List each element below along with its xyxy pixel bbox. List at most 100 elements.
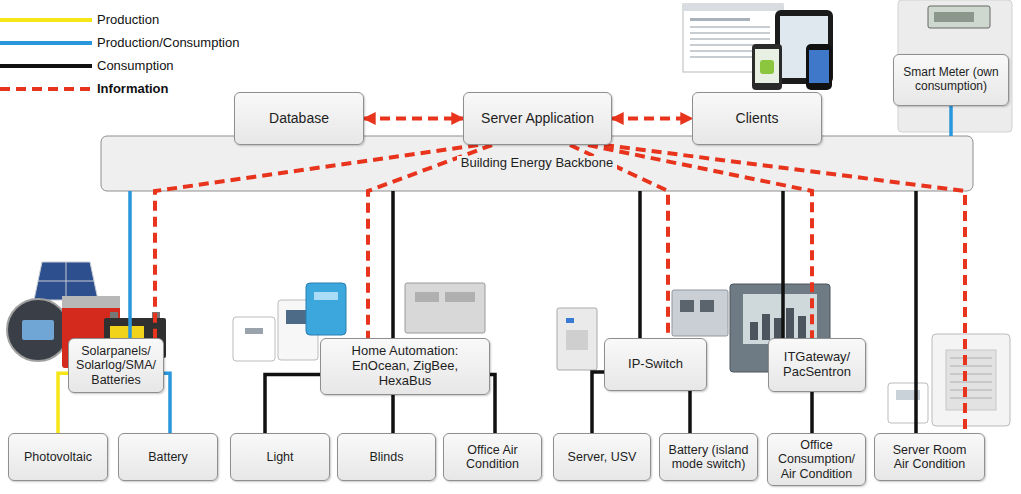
power-meter-device-part bbox=[774, 318, 782, 340]
consumption-connector bbox=[638, 191, 642, 338]
consumption-connector bbox=[490, 374, 495, 433]
ip-switch-devices-part bbox=[680, 300, 694, 312]
air-condition-devices-part bbox=[950, 374, 992, 375]
legend-swatch bbox=[0, 85, 92, 93]
solar-equipment-part bbox=[110, 312, 118, 318]
client-devices-part bbox=[690, 26, 770, 28]
client-devices-part bbox=[809, 50, 829, 83]
device-box: Solarpanels/ Solarlog/SMA/ Batteries bbox=[68, 338, 164, 393]
device-box: ITGateway/ PacSentron bbox=[768, 338, 866, 392]
smart-meter-device-part bbox=[898, 0, 1012, 132]
air-condition-devices-part bbox=[946, 350, 996, 410]
production-connector bbox=[58, 373, 68, 433]
information-connector bbox=[570, 145, 668, 338]
air-condition-devices-part bbox=[950, 358, 992, 359]
endpoint-box: Office Consumption/ Air Condition bbox=[767, 433, 866, 486]
production-consumption-connector bbox=[949, 106, 953, 136]
server-box: Server Application bbox=[463, 92, 612, 145]
air-condition-devices bbox=[888, 334, 1010, 426]
solar-equipment-part bbox=[34, 262, 98, 300]
air-condition-devices-part bbox=[888, 383, 928, 423]
legend-swatch bbox=[0, 16, 92, 24]
client-devices-part bbox=[690, 38, 770, 40]
client-devices-part bbox=[690, 32, 770, 34]
endpoint-box: Server Room Air Condition bbox=[874, 433, 985, 481]
client-devices-part bbox=[760, 60, 774, 74]
node-label: Photovoltaic bbox=[24, 450, 92, 464]
ip-switch-devices-part bbox=[700, 300, 714, 312]
node-label: Building Energy Backbone bbox=[457, 156, 618, 171]
device-box: IP-Switch bbox=[604, 338, 707, 391]
home-automation-devices-part bbox=[233, 317, 275, 361]
client-devices-part bbox=[683, 4, 783, 11]
air-condition-devices-part bbox=[950, 382, 992, 383]
air-condition-devices-part bbox=[950, 366, 992, 367]
home-automation-devices-part bbox=[415, 292, 439, 302]
device-box: Home Automation: EnOcean, ZigBee, HexaBu… bbox=[320, 338, 490, 395]
client-devices bbox=[683, 4, 833, 90]
endpoint-box: Server, USV bbox=[553, 433, 651, 481]
node-label: Server Application bbox=[481, 110, 594, 126]
consumption-connector bbox=[688, 391, 692, 433]
information-connector bbox=[612, 117, 692, 121]
node-label: Blinds bbox=[369, 450, 403, 464]
client-devices-part bbox=[752, 44, 782, 90]
client-devices-part bbox=[755, 49, 779, 83]
home-automation-devices-part bbox=[306, 283, 346, 335]
information-connector bbox=[604, 145, 965, 433]
node-label: Light bbox=[266, 450, 293, 464]
production-line-sample bbox=[0, 18, 92, 22]
node-label: Server Room Air Condition bbox=[888, 443, 972, 472]
consumption-connector bbox=[914, 191, 918, 433]
consumption-connector bbox=[592, 372, 604, 433]
node-label: Battery bbox=[148, 450, 188, 464]
node-label: Database bbox=[269, 110, 329, 126]
legend-entry: Information bbox=[0, 81, 169, 97]
consumption-connector bbox=[265, 374, 320, 433]
client-devices-part bbox=[806, 44, 832, 90]
home-automation-devices-part bbox=[445, 292, 475, 302]
air-condition-devices-part bbox=[932, 334, 1010, 426]
power-meter-device-part bbox=[798, 316, 806, 340]
production-consumption-connector bbox=[164, 373, 170, 433]
ip-switch-devices-part bbox=[566, 330, 588, 350]
consumption-connector bbox=[810, 392, 814, 433]
node-label: Smart Meter (own consumption) bbox=[899, 66, 1003, 94]
endpoint-box: Battery (island mode switch) bbox=[659, 433, 758, 481]
legend-text: Consumption bbox=[97, 58, 174, 74]
node-label: IP-Switch bbox=[628, 357, 683, 372]
endpoint-box: Light bbox=[230, 433, 330, 481]
solar-equipment-part bbox=[7, 299, 69, 361]
node-label: Clients bbox=[736, 110, 779, 126]
node-label: Solarpanels/ Solarlog/SMA/ Batteries bbox=[74, 344, 158, 387]
information-connector bbox=[155, 145, 478, 338]
solar-equipment-part bbox=[62, 296, 120, 308]
legend-text: Production/Consumption bbox=[97, 35, 239, 51]
ip-switch-devices-part bbox=[557, 308, 597, 370]
information-line-sample bbox=[0, 87, 92, 91]
air-condition-devices-part bbox=[950, 390, 992, 391]
endpoint-box: Blinds bbox=[337, 433, 436, 481]
legend-swatch bbox=[0, 62, 92, 70]
meter-box: Smart Meter (own consumption) bbox=[893, 54, 1009, 106]
air-condition-devices-part bbox=[950, 398, 992, 399]
home-automation-devices-part bbox=[405, 283, 485, 333]
power-meter-device-part bbox=[762, 314, 770, 340]
ip-switch-devices-part bbox=[672, 290, 728, 336]
information-connector bbox=[588, 145, 812, 338]
consumption-line-sample bbox=[0, 64, 92, 68]
legend-entry: Production/Consumption bbox=[0, 35, 239, 51]
client-devices-part bbox=[690, 18, 750, 21]
consumption-connector bbox=[391, 395, 395, 433]
production-consumption-connector bbox=[128, 191, 132, 338]
power-meter-device-part bbox=[750, 322, 758, 340]
home-automation-devices-part bbox=[314, 292, 338, 300]
legend-entry: Production bbox=[0, 12, 159, 28]
store-box: Database bbox=[234, 92, 364, 145]
endpoint-box: Photovoltaic bbox=[8, 433, 108, 481]
production-consumption-line-sample bbox=[0, 41, 92, 45]
legend-text: Production bbox=[97, 12, 159, 28]
consumption-connector bbox=[391, 191, 395, 338]
information-connector bbox=[368, 145, 492, 338]
